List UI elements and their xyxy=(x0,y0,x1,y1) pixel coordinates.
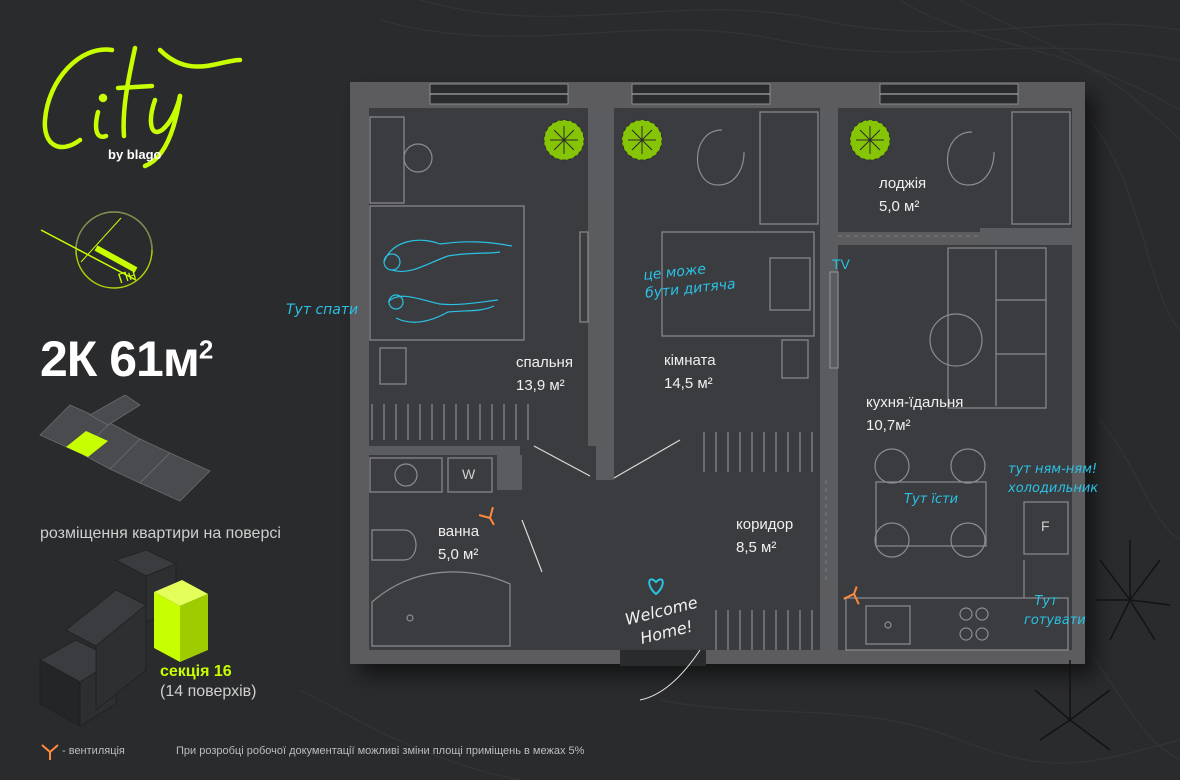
room-bathroom: ванна 5,0 м² xyxy=(438,523,479,563)
room-bedroom-area: 13,9 м² xyxy=(516,377,565,394)
room-loggia-name: лоджія xyxy=(879,175,927,192)
tree-icon xyxy=(1034,540,1171,751)
room-bathroom-area: 5,0 м² xyxy=(438,546,479,563)
room-kitchen-name: кухня-їдальня xyxy=(866,394,964,411)
room-bathroom-name: ванна xyxy=(438,523,480,540)
section-diagram xyxy=(39,550,208,727)
room-kitchen: кухня-їдальня 10,7м² xyxy=(866,394,963,434)
plant-icons xyxy=(543,119,891,161)
ventilation-legend-icon xyxy=(41,744,59,760)
compass-icon xyxy=(40,211,153,289)
note-sleep: Тут спати xyxy=(286,302,359,318)
section-floors: (14 поверхів) xyxy=(160,683,257,700)
room-living-area: 14,5 м² xyxy=(664,375,713,392)
ventilation-icon xyxy=(478,506,860,605)
section-name: секція 16 xyxy=(160,663,232,680)
disclaimer: При розробці робочої документації можлив… xyxy=(176,745,585,757)
logo-subtitle: by blago xyxy=(108,147,162,162)
fridge-label: F xyxy=(1041,518,1050,534)
room-living: кімната 14,5 м² xyxy=(664,352,716,392)
apartment-highlight xyxy=(66,431,108,457)
note-cook: Тут готувати xyxy=(1024,594,1086,628)
room-corridor: коридор 8,5 м² xyxy=(736,516,793,556)
floor-placement-diagram xyxy=(39,395,211,502)
placement-caption: розміщення квартири на поверсі xyxy=(40,525,281,542)
room-loggia: лоджія 5,0 м² xyxy=(879,175,926,215)
city-logo xyxy=(42,45,243,169)
room-living-name: кімната xyxy=(664,352,716,369)
note-eat: Тут їсти xyxy=(904,492,959,507)
apartment-area-unit-sup: 2 xyxy=(198,334,214,365)
heart-icon xyxy=(648,578,664,596)
ventilation-legend-label: - вентиляція xyxy=(62,745,125,757)
room-loggia-area: 5,0 м² xyxy=(879,198,920,215)
apartment-rooms-area: 2К 61м xyxy=(40,331,200,387)
room-bedroom: спальня 13,9 м² xyxy=(516,354,573,394)
room-corridor-area: 8,5 м² xyxy=(736,539,777,556)
sleeping-people-sketch xyxy=(383,239,513,323)
room-corridor-name: коридор xyxy=(736,516,794,533)
tv-label: TV xyxy=(832,256,850,272)
washer-label: W xyxy=(462,466,476,482)
room-kitchen-area: 10,7м² xyxy=(866,417,911,434)
room-bedroom-name: спальня xyxy=(516,354,573,371)
apartment-title: 2К 61м2 xyxy=(40,330,214,388)
note-fridge: тут ням-ням! холодильник xyxy=(1008,462,1099,496)
